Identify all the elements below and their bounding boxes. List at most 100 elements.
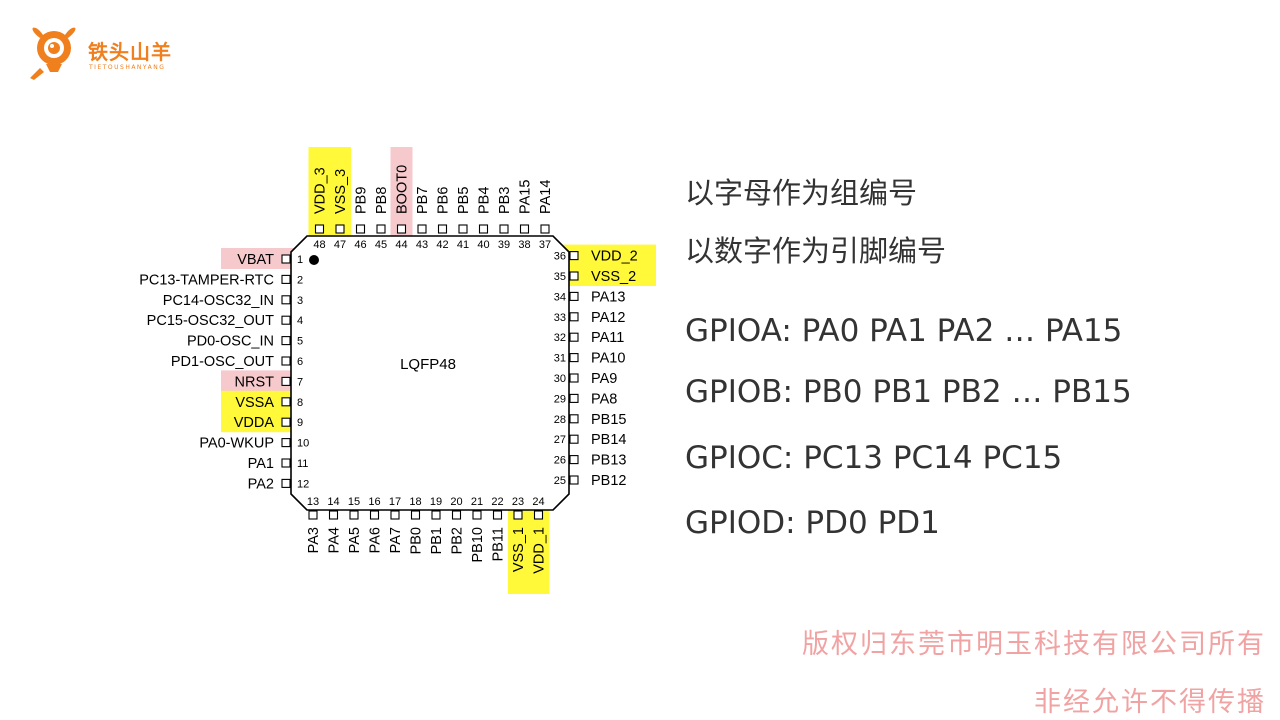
pin-24-number: 24 xyxy=(532,496,544,508)
pin-46-pad xyxy=(355,224,366,234)
pin-7-number: 7 xyxy=(297,376,303,388)
pin-30-label: PA9 xyxy=(591,371,617,387)
pin-10-pad xyxy=(281,438,291,448)
pin-13-pad xyxy=(308,510,318,520)
pin-22-pad xyxy=(492,510,503,520)
pin-31-pad xyxy=(569,353,579,363)
pin-39-label: PB3 xyxy=(497,187,513,214)
pin-1-highlight xyxy=(221,248,301,269)
pin-30-number: 30 xyxy=(554,373,566,385)
pin-17-number: 17 xyxy=(389,496,401,508)
pin-12-label: PA2 xyxy=(248,476,274,492)
pin-37-pad xyxy=(540,224,550,234)
pin-16-label: PA6 xyxy=(368,527,384,553)
pin-44-number: 44 xyxy=(395,239,407,251)
pin-11-pad xyxy=(281,458,291,468)
gpioc-line: GPIOC: PC13 PC14 PC15 xyxy=(685,440,1063,476)
pin-28-pad xyxy=(569,414,579,424)
chip-package-label: LQFP48 xyxy=(400,356,456,373)
pin-43-pad xyxy=(417,224,427,234)
pin-46-number: 46 xyxy=(354,239,366,251)
pin-23-highlight xyxy=(508,491,529,594)
pin-38-pad xyxy=(519,224,530,234)
pin-42-label: PB6 xyxy=(436,187,452,214)
pin-47-highlight xyxy=(329,147,351,250)
pin-10-number: 10 xyxy=(297,438,309,450)
pin-40-number: 40 xyxy=(477,239,489,251)
pin1-marker-dot xyxy=(309,255,319,265)
pin-40-label: PB4 xyxy=(477,187,493,214)
gpioa-line: GPIOA: PA0 PA1 PA2 … PA15 xyxy=(685,313,1123,349)
pin-1-label: VBAT xyxy=(237,252,274,268)
pin-24-highlight xyxy=(528,491,550,594)
pin-9-label: VDDA xyxy=(234,415,275,431)
pin-41-label: PB5 xyxy=(456,187,472,214)
pin-36-highlight xyxy=(550,244,656,266)
pin-48-number: 48 xyxy=(313,239,325,251)
pin-39-number: 39 xyxy=(498,239,510,251)
pin-16-pad xyxy=(369,510,380,520)
pin-3-number: 3 xyxy=(297,295,303,307)
pin-1-number: 1 xyxy=(297,254,303,266)
pin-37-label: PA14 xyxy=(538,180,554,214)
pin-34-pad xyxy=(569,291,579,301)
pin-22-number: 22 xyxy=(491,496,503,508)
pin-10-label: PA0-WKUP xyxy=(199,436,274,452)
brand-subtitle: TIETOUSHANYANG xyxy=(89,64,166,71)
pin-25-pad xyxy=(569,475,579,485)
pin-13-label: PA3 xyxy=(306,527,322,553)
pin-2-label: PC13-TAMPER-RTC xyxy=(139,272,274,288)
pin-2-pad xyxy=(281,274,291,284)
pin-4-label: PC15-OSC32_OUT xyxy=(147,313,274,329)
pin-29-pad xyxy=(569,393,579,403)
gpiob-line: GPIOB: PB0 PB1 PB2 … PB15 xyxy=(685,374,1132,410)
pin-44-highlight xyxy=(390,147,413,250)
pin-35-label: VSS_2 xyxy=(591,269,636,285)
pin-21-pad xyxy=(472,510,482,520)
gpiod-line: GPIOD: PD0 PD1 xyxy=(685,505,940,541)
pin-37-number: 37 xyxy=(539,239,551,251)
pin-7-pad xyxy=(281,376,291,386)
pin-12-pad xyxy=(281,478,291,488)
pin-18-label: PB0 xyxy=(409,527,425,554)
pin-14-number: 14 xyxy=(327,496,339,508)
pin-24-pad xyxy=(533,510,544,520)
pin-45-label: PB8 xyxy=(374,187,390,214)
pin-25-label: PB12 xyxy=(591,473,626,489)
pin-30-pad xyxy=(569,373,579,383)
pin-48-highlight xyxy=(308,147,331,250)
pin-36-label: VDD_2 xyxy=(591,249,638,265)
pin-6-number: 6 xyxy=(297,356,303,368)
pin-42-pad xyxy=(437,224,448,234)
pin-33-number: 33 xyxy=(554,312,566,324)
pin-34-label: PA13 xyxy=(591,289,625,305)
pin-23-label: VSS_1 xyxy=(511,527,527,572)
desc-pin-number: 以数字作为引脚编号 xyxy=(685,234,947,268)
pin-47-pad xyxy=(335,224,345,234)
pin-46-label: PB9 xyxy=(354,187,370,214)
pin-24-label: VDD_1 xyxy=(532,527,548,574)
pin-5-number: 5 xyxy=(297,336,303,348)
pin-19-pad xyxy=(431,510,441,520)
pin-22-label: PB11 xyxy=(491,527,507,561)
pin-27-label: PB14 xyxy=(591,432,626,448)
pin-35-number: 35 xyxy=(554,271,566,283)
pin-32-number: 32 xyxy=(554,332,566,344)
desc-group-letter: 以字母作为组编号 xyxy=(685,176,918,210)
pin-36-number: 36 xyxy=(554,251,566,263)
pin-26-pad xyxy=(569,455,579,465)
pin-11-label: PA1 xyxy=(248,456,274,472)
pin-13-number: 13 xyxy=(307,496,319,508)
pin-4-number: 4 xyxy=(297,315,303,327)
pin-11-number: 11 xyxy=(297,458,308,470)
pin-23-number: 23 xyxy=(512,496,524,508)
pin-18-pad xyxy=(410,510,421,520)
pin-7-highlight xyxy=(221,370,301,392)
pin-26-number: 26 xyxy=(554,455,566,467)
pin-9-pad xyxy=(281,417,291,427)
pin-21-label: PB10 xyxy=(470,527,486,562)
pin-8-label: VSSA xyxy=(235,395,274,411)
pin-19-number: 19 xyxy=(430,496,442,508)
pin-3-pad xyxy=(281,295,291,305)
